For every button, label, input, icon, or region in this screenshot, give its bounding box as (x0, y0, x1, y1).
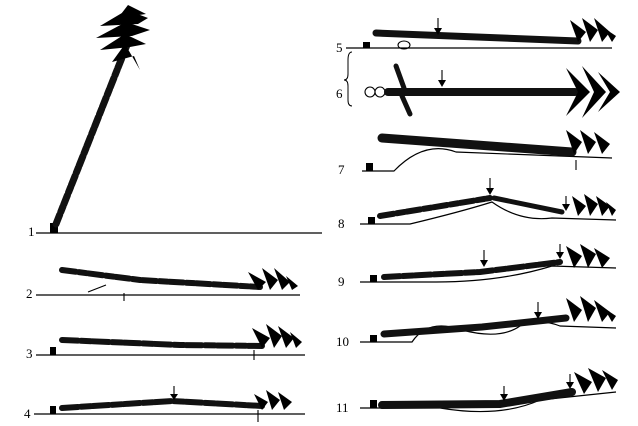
panel-6-branch-upper (396, 66, 404, 88)
panel-2-support (88, 285, 106, 292)
panel-6-branch-lower (402, 96, 410, 114)
panel-3-stump (50, 347, 56, 355)
panel-9-crown (566, 244, 610, 268)
panel-10-label: 10 (336, 334, 349, 349)
panel-9-label: 9 (338, 274, 345, 289)
panel-4: 4 (24, 386, 305, 422)
panel-5-label: 5 (336, 40, 343, 55)
panel-5-stump (363, 42, 370, 48)
panel-11-arrow-end (566, 374, 574, 389)
panel-6: 6 (336, 66, 620, 118)
panel-1-label: 1 (28, 224, 35, 239)
panel-4-label: 4 (24, 406, 31, 421)
panel-5: 5 (336, 18, 616, 55)
panel-4-trunk (62, 401, 262, 408)
panel-4-arrow-bend (170, 386, 178, 400)
panel-11-stump (370, 400, 377, 408)
panel-10: 10 (336, 296, 616, 349)
panel-3-label: 3 (26, 346, 33, 361)
panel-2: 2 (26, 268, 300, 301)
panel-10-stump (370, 335, 377, 342)
panel-10-trunk (384, 318, 566, 334)
panel-3: 3 (26, 324, 305, 361)
panel-4-stump (50, 406, 56, 414)
panel-10-arrow (534, 302, 542, 319)
panel-2-label: 2 (26, 286, 33, 301)
panel-9: 9 (338, 244, 616, 289)
panel-8-stump (368, 217, 375, 224)
panel-8-crown (572, 194, 616, 216)
panel-1-trunk (56, 45, 127, 224)
panel-9-arrow-end (556, 244, 564, 259)
panel-7-stump (366, 163, 373, 171)
panel-9-stump (370, 275, 377, 282)
panel-7-trunk (382, 138, 572, 152)
panel-11-label: 11 (336, 400, 349, 415)
panel-6-label: 6 (336, 86, 343, 101)
panel-3-trunk (62, 340, 262, 346)
panel-7: 7 (338, 130, 612, 177)
panel-11-trunk (382, 392, 572, 405)
panel-2-trunk (62, 270, 260, 287)
panels-5-6-bracket (344, 52, 352, 106)
panel-9-trunk (384, 262, 560, 277)
panel-8: 8 (338, 178, 616, 231)
panel-5-trunk (376, 33, 578, 41)
panel-9-arrow-bend (480, 250, 488, 267)
panel-7-label: 7 (338, 162, 345, 177)
panel-11: 11 (336, 368, 618, 415)
panel-11-arrow-mid (500, 386, 508, 401)
panel-6-ring-right (375, 87, 385, 97)
panel-6-arrow (438, 70, 446, 87)
panel-8-arrow-end (562, 196, 570, 211)
panel-11-crown (574, 368, 618, 394)
panel-6-ring-left (365, 87, 375, 97)
panel-10-crown (566, 296, 616, 322)
panel-8-label: 8 (338, 216, 345, 231)
panel-1: 1 (28, 5, 322, 239)
panel-8-arrow-bend (486, 178, 494, 195)
panel-5-crown (570, 18, 616, 42)
